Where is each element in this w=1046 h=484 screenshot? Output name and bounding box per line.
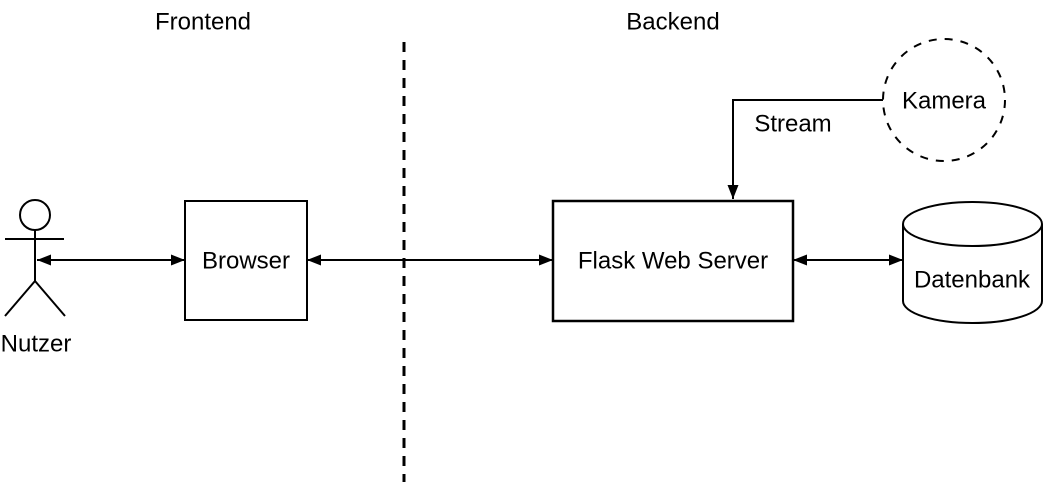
datenbank-label: Datenbank [914,267,1031,294]
datenbank-cylinder-rim [902,223,1043,247]
stream-connector [727,99,883,199]
backend-zone-label: Backend [626,9,719,36]
browser-box [184,200,308,321]
kamera-label: Kamera [902,88,987,115]
actor-head [19,199,51,231]
stream-edge-label: Stream [754,111,831,138]
edge-kamera-flask: Stream [727,99,883,199]
node-datenbank: Datenbank [902,201,1043,324]
actor-leg-left [4,280,36,317]
kamera-circle [882,38,1006,162]
node-flask-web-server: Flask Web Server [551,199,795,323]
flask-label: Flask Web Server [578,248,768,275]
frontend-zone-label: Frontend [155,9,251,36]
flask-box [551,199,795,323]
actor-leg-right [34,280,66,317]
node-kamera: Kamera [882,38,1006,162]
actor-nutzer: Nutzer [1,199,72,358]
node-browser: Browser [184,200,308,321]
datenbank-cylinder [902,201,1043,324]
browser-label: Browser [202,248,290,275]
actor-label: Nutzer [1,331,72,358]
